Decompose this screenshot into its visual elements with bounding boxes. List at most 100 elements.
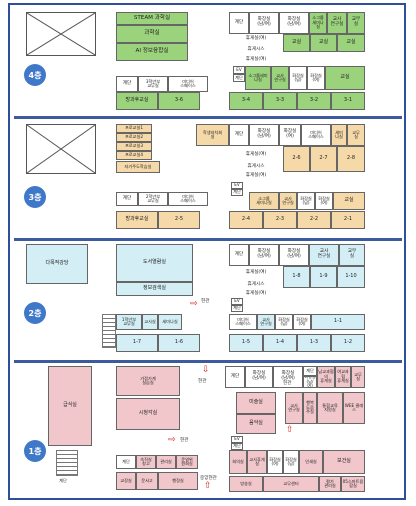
classroom-1-5: 1-5 — [229, 334, 263, 352]
room-audiovisual: 시청각실 — [116, 398, 180, 430]
stairs-4f-mid: 계단 — [233, 74, 245, 82]
section-divider — [14, 238, 402, 241]
room-printing: 인쇄실 — [299, 450, 323, 474]
classroom-2-7: 2-7 — [310, 146, 337, 172]
stairs-1f-top-2: 계단 — [303, 366, 317, 376]
stairs-1f-top: 계단 — [225, 366, 245, 388]
stairs-3f-mid: 계단 — [231, 189, 243, 196]
lounge-2f: 휴게실(여) — [229, 268, 283, 278]
toilet-1f-2: 화장실 (남/여) — [273, 366, 303, 388]
classroom-1-2: 1-2 — [331, 334, 365, 352]
floor-badge-2f: 2층 — [24, 302, 46, 324]
entrance-arrow-1f-right: ⇧ — [286, 425, 294, 435]
rest-area-3f: 휴게시스 — [229, 162, 283, 172]
stairs-3f-left: 계단 — [116, 192, 138, 206]
classroom-4f-b: 교실 — [310, 34, 337, 52]
room-seminar-4f: 소그룹 세미나 실 — [309, 12, 327, 34]
classroom-1-10: 1-10 — [337, 266, 365, 288]
floor-badge-1f: 1층 — [24, 440, 46, 462]
toilet-3f-1: 화장실 (남/여) — [249, 124, 279, 146]
toilet-3f-male: 화장실 (남) — [297, 192, 315, 210]
room-teachers-2f-2: 교사 연구실 — [257, 314, 275, 330]
room-female-lounge: 여교과협 휴게실 — [335, 366, 351, 388]
central-entrance-arrow: ⇧ — [204, 481, 212, 491]
ev-1f: EV — [231, 436, 243, 443]
toilet-1f-female: 화장실 (여) — [267, 450, 283, 474]
room-group-seminar-4f: 소그룹세미 나실 — [245, 66, 271, 90]
room-steam-lab: STEAM 과학실 — [116, 12, 188, 25]
room-student-council: 학생자치회 실 — [196, 124, 229, 146]
room-ai-lab: AI 정보융합실 — [116, 43, 188, 61]
entrance-label-2f: 현관 — [201, 299, 210, 304]
entrance-arrow-2f: ⇨ — [190, 299, 198, 309]
classroom-3-2: 3-2 — [297, 92, 331, 110]
room-happiness-help: 행복 도움 주실 — [303, 392, 317, 424]
toilet-2f-male: 화장실 (남) — [275, 314, 293, 330]
room-cafeteria: 급식실 — [48, 366, 92, 446]
lounge-3f: 휴게실(여) — [229, 150, 283, 161]
room-teachers-1f: 교사 연구실 — [285, 392, 303, 424]
entrance-label-1f-top: 현관 — [198, 379, 207, 384]
classroom-3-1: 3-1 — [331, 92, 365, 110]
room-music: 음악실 — [236, 414, 276, 434]
stairs-4f-left: 계단 — [116, 76, 138, 92]
room-staff-4f: 교무 실 — [347, 12, 365, 34]
stairs-1f-lower: 계단 — [116, 455, 136, 469]
classroom-1-6: 1-6 — [158, 334, 200, 352]
floor-badge-3f: 3층 — [24, 186, 46, 208]
room-teachers-3f: 교사 연구실 — [279, 192, 297, 210]
stairs-1f-left-label: 계단 — [48, 476, 78, 486]
entrance-arrow-1f-top: ⇩ — [202, 365, 210, 375]
room-teachers-4f-2: 교사 연구실 — [271, 66, 289, 90]
classroom-3-6: 3-6 — [158, 92, 200, 110]
classroom-3f-d: 교실 — [333, 192, 365, 210]
room-afterschool-4f: 방과후교실 — [116, 92, 158, 110]
central-entrance-label: 중앙현관 — [200, 476, 217, 481]
room-archive: 문서고 — [136, 472, 158, 490]
ev-3f: EV — [231, 182, 243, 189]
room-afterschool-3f: 방과후교실 — [116, 211, 158, 229]
toilet-2f-1: 화장실 (남/여) — [249, 244, 279, 266]
room-home-economics: 가정가계 실습실 — [116, 366, 180, 396]
room-integrated-support: 통합교육 지원실 — [317, 392, 343, 424]
room-male-lounge: 남교과협의 휴게실 — [317, 366, 335, 388]
room-library: 도서열람실 — [116, 244, 193, 282]
room-duty-storage: 숙직실 창고 — [136, 455, 156, 469]
ev-2f: EV — [231, 298, 243, 305]
room-project-4: 프로교실4 — [116, 151, 152, 160]
room-art: 미술실 — [236, 392, 276, 414]
classroom-3-4: 3-4 — [229, 92, 263, 110]
staircase-1f — [56, 450, 78, 476]
classroom-4f-d: 교실 — [325, 66, 365, 90]
image-placeholder-4f — [26, 12, 96, 56]
room-3rd-grade-office: 3학년부 교무실 — [138, 76, 168, 92]
classroom-2-2: 2-2 — [297, 211, 331, 229]
entrance-arrow-1f-mid: ⇨ — [168, 435, 176, 445]
media-space-3f: 미디어 스페이스 — [168, 192, 208, 206]
lounge-4f-2: 휴게실(여) — [229, 56, 283, 64]
room-health: 보건실 — [323, 450, 365, 474]
room-1st-grade-office: 1학년부 교무실 — [116, 314, 142, 330]
staircase-2f — [102, 314, 116, 348]
stairs-2f-mid: 계단 — [231, 305, 243, 312]
classroom-4f-a: 교실 — [283, 34, 310, 52]
room-seminar-2f: 세미나실 — [158, 314, 182, 330]
room-science-lab: 과학실 — [116, 25, 188, 43]
room-meeting: 회의실 — [229, 450, 247, 474]
room-group-seminar-3f: 소그룹 세미나실 — [249, 192, 279, 210]
media-space-4f: 미디어 스페이스 — [168, 76, 208, 92]
room-staff-3f: 교무 실 — [347, 124, 365, 146]
lounge-4f: 휴게실(여) — [229, 34, 283, 45]
toilet-2f-female: 화장실 (여) — [293, 314, 311, 330]
rest-area-4f: 휴게시스 — [229, 45, 283, 56]
room-teacher-lounge: 교사휴게실 — [247, 450, 267, 474]
classroom-3-3: 3-3 — [263, 92, 297, 110]
room-project-2: 프로교실2 — [116, 133, 152, 142]
stairs-4f-top: 계단 — [229, 12, 249, 34]
room-evaluation: 평가 관리실 — [319, 476, 341, 492]
classroom-2-3: 2-3 — [263, 211, 297, 229]
stairs-3f-top: 계단 — [229, 124, 249, 146]
rest-area-2f: 휴게시스 — [229, 280, 283, 290]
section-divider — [14, 360, 402, 363]
toilet-2f-2: 화장실 (남/여) — [279, 244, 309, 266]
